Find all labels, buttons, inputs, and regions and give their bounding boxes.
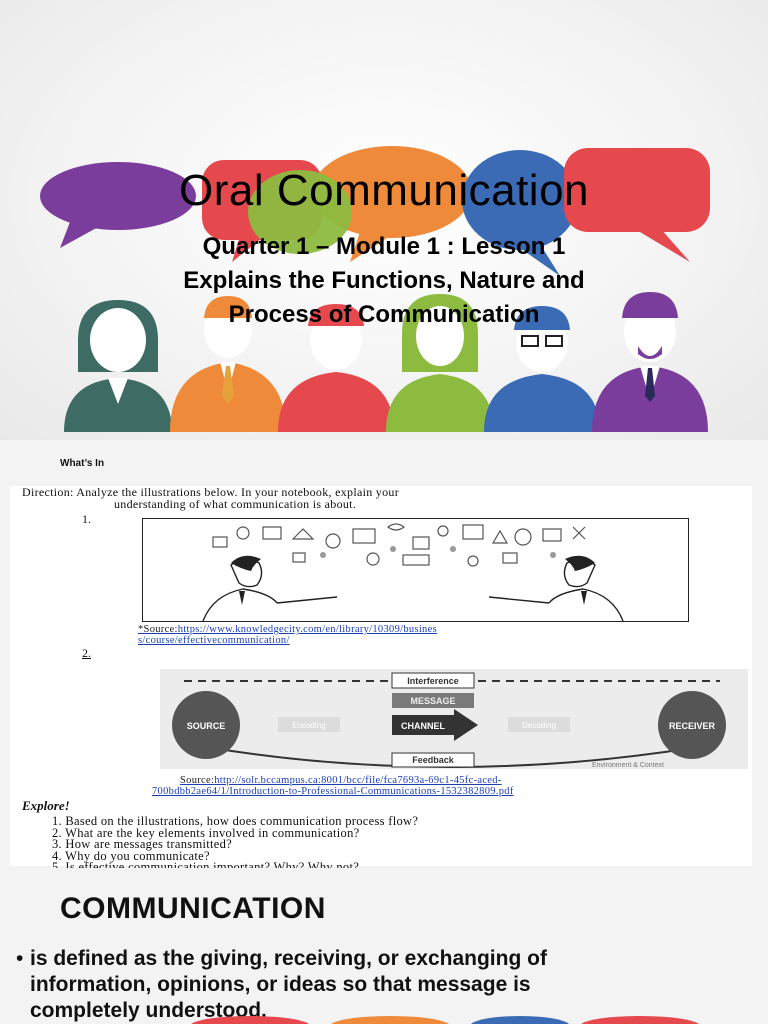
definition-text: is defined as the giving, receiving, or …: [30, 946, 730, 1024]
question-item: 4. Why do you communicate?: [52, 848, 210, 863]
presentation-subtitle: Quarter 1 – Module 1 : Lesson 1 Explains…: [0, 230, 768, 332]
communication-process-diagram: Interference MESSAGE SOURCE Encoding CHA…: [160, 669, 748, 769]
source-url-line[interactable]: 700bdbb2ae64/1/Introduction-to-Professio…: [152, 786, 514, 797]
module-page-scan: Direction: Analyze the illustrations bel…: [10, 486, 752, 873]
explore-questions: 1. Based on the illustrations, how does …: [52, 814, 419, 874]
source-url-line[interactable]: http://solr.bccampus.ca:8001/bcc/file/fc…: [214, 775, 502, 786]
person-red-man: [278, 304, 394, 432]
person-green-woman: [386, 294, 494, 432]
receiver-node-label: RECEIVER: [669, 721, 716, 731]
person-blue-man: [484, 306, 600, 432]
source-link-1[interactable]: *Source:https://www.knowledgecity.com/en…: [138, 624, 437, 646]
definition-line: is defined as the giving, receiving, or …: [30, 947, 547, 970]
item-number: 1.: [82, 512, 91, 526]
interference-label: Interference: [407, 676, 459, 686]
receiver-node: [658, 691, 726, 759]
title-slide: Oral Communication Quarter 1 – Module 1 …: [0, 0, 768, 440]
source-url-line[interactable]: s/course/effectivecommunication/: [138, 635, 290, 646]
encoding-label: Encoding: [292, 721, 325, 730]
person-orange-man: [170, 296, 286, 432]
blue-speech-bubble: [462, 150, 578, 250]
direction-text: Direction: Analyze the illustrations bel…: [22, 486, 722, 510]
item-number: 2.: [82, 646, 91, 660]
whats-in-heading: What’s In: [60, 458, 105, 469]
source-url-line[interactable]: https://www.knowledgecity.com/en/library…: [177, 624, 437, 635]
person-purple-man: [592, 292, 708, 432]
next-slide-bubbles-preview: [191, 1016, 699, 1024]
subtitle-line: Process of Communication: [228, 301, 540, 328]
explore-heading: Explore!: [22, 798, 70, 813]
direction-line: Direction: Analyze the illustrations bel…: [22, 485, 400, 499]
source-node-label: SOURCE: [187, 721, 226, 731]
source-label: *Source:: [138, 624, 178, 635]
person-teal-woman: [64, 300, 172, 432]
whats-in-slide: What’s In Direction: Analyze the illustr…: [0, 440, 768, 873]
definition-line: completely understood.: [30, 999, 267, 1022]
two-people-talking-illustration: [142, 518, 689, 622]
message-label: MESSAGE: [410, 696, 455, 706]
purple-speech-bubble: [40, 162, 196, 230]
direction-line: understanding of what communication is a…: [114, 497, 357, 511]
bullet-icon: •: [16, 947, 24, 970]
question-item: 3. How are messages transmitted?: [52, 837, 233, 851]
people-speech-bubbles-illustration: [40, 146, 710, 432]
definition-line: information, opinions, or ideas so that …: [30, 973, 531, 996]
source-link-2[interactable]: Source:http://solr.bccampus.ca:8001/bcc/…: [152, 775, 514, 797]
question-item: 1. Based on the illustrations, how does …: [52, 814, 419, 828]
red-speech-bubble-right: [564, 148, 710, 232]
green-speech-bubble: [248, 170, 352, 254]
communication-heading: COMMUNICATION: [60, 892, 326, 925]
source-label: Source:: [180, 775, 215, 786]
orange-speech-bubble: [312, 146, 472, 238]
question-item: 5. Is effective communication important?…: [52, 860, 360, 874]
communication-definition-slide: COMMUNICATION • is defined as the giving…: [0, 868, 768, 1024]
source-node: [172, 691, 240, 759]
presentation-title: Oral Communication: [178, 166, 590, 215]
channel-label: CHANNEL: [401, 721, 446, 731]
subtitle-line: Quarter 1 – Module 1 : Lesson 1: [202, 233, 566, 260]
feedback-label: Feedback: [412, 755, 455, 765]
question-item: 2. What are the key elements involved in…: [52, 825, 360, 840]
subtitle-line: Explains the Functions, Nature and: [183, 267, 585, 294]
environment-label: Environment & Context: [592, 762, 664, 769]
decoding-label: Decoding: [522, 721, 556, 730]
